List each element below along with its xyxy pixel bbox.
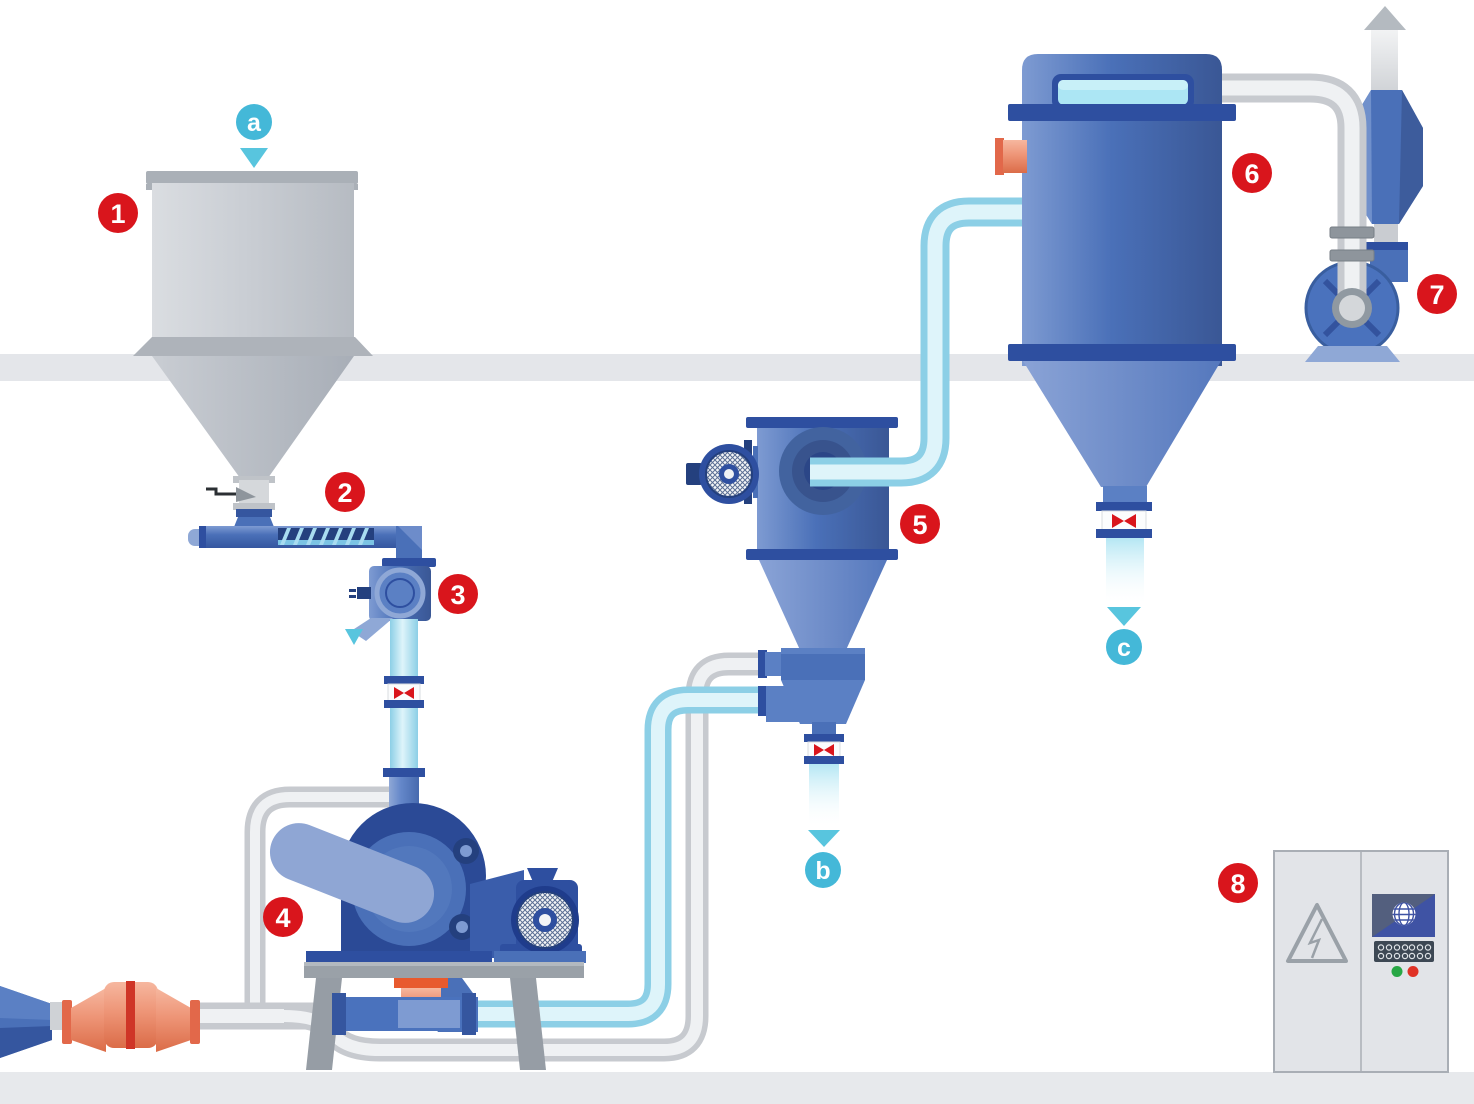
hopper-skirt — [133, 337, 373, 356]
valve-spout — [351, 618, 393, 641]
hmi-screen[interactable] — [1372, 894, 1435, 937]
silencer-band — [126, 981, 135, 1049]
lower-floor-band — [0, 1072, 1474, 1104]
exhaust-blower — [1208, 6, 1423, 362]
stand-leg-right — [510, 978, 546, 1070]
mill-arm — [269, 823, 435, 923]
badge-6: 6 — [1232, 153, 1272, 193]
filter-cone — [1023, 361, 1221, 487]
pinch-valve-c — [1096, 502, 1152, 538]
badge-1-label: 1 — [110, 199, 125, 229]
badge-7: 7 — [1417, 274, 1457, 314]
pinch-valve-b — [804, 734, 844, 764]
cyclone-cone — [759, 560, 887, 650]
mill-feed-pipe — [383, 619, 425, 829]
badge-5: 5 — [900, 504, 940, 544]
globe-icon — [1392, 902, 1416, 926]
keypad-buttons[interactable] — [1374, 941, 1434, 962]
screw-flights — [278, 528, 374, 545]
badge-8-label: 8 — [1230, 869, 1245, 899]
high-voltage-icon — [1286, 903, 1348, 963]
cyclone-discharge-vessel — [758, 648, 865, 847]
badge-b-label: b — [815, 857, 830, 885]
badge-1: 1 — [98, 193, 138, 233]
mill-motor — [500, 868, 582, 958]
flow-arrow-a-icon — [240, 148, 268, 168]
feed-hopper — [133, 171, 373, 527]
badge-3: 3 — [438, 574, 478, 614]
exhaust-stack — [1371, 28, 1398, 98]
badge-7-label: 7 — [1429, 280, 1444, 310]
pipe-clamp-upper — [1329, 226, 1375, 239]
flow-arrow-b-icon — [808, 830, 840, 847]
led-red — [1407, 966, 1419, 977]
dust-filter — [995, 54, 1236, 626]
badge-2: 2 — [325, 472, 365, 512]
intake-funnel — [0, 986, 64, 1058]
cyclone-motor — [686, 440, 759, 504]
pipe-clamp-lower — [1329, 249, 1375, 262]
intake-silencer — [62, 981, 200, 1052]
badge-4: 4 — [263, 897, 303, 937]
discharge-pipe — [332, 993, 478, 1035]
badge-a: a — [236, 104, 272, 140]
badge-6-label: 6 — [1244, 159, 1259, 189]
impact-mill — [269, 803, 586, 1070]
control-cabinet — [1273, 850, 1449, 1073]
exhaust-arrow-icon — [1364, 6, 1406, 30]
rotary-valve — [345, 558, 436, 645]
badge-2-label: 2 — [337, 478, 352, 508]
badge-c: c — [1106, 629, 1142, 665]
filter-body — [1022, 54, 1222, 366]
cyclone-separator — [686, 417, 898, 650]
hopper-body — [152, 183, 354, 339]
pinch-valve-feed — [384, 676, 424, 708]
badge-5-label: 5 — [912, 510, 927, 540]
badge-3-label: 3 — [450, 580, 465, 610]
discharge-fade-b — [809, 764, 839, 828]
flow-arrow-c-icon — [1107, 607, 1141, 626]
gate-lever — [206, 487, 240, 496]
badge-a-label: a — [247, 109, 262, 137]
badge-8: 8 — [1218, 863, 1258, 903]
badge-b: b — [805, 852, 841, 888]
blower-base — [1305, 346, 1400, 362]
spout-arrow-icon — [345, 629, 363, 645]
screw-feeder — [188, 526, 422, 560]
hopper-cone — [152, 356, 354, 478]
led-green — [1391, 966, 1403, 977]
discharge-fade-c — [1106, 538, 1144, 606]
badge-c-label: c — [1117, 634, 1131, 662]
filter-nozzle — [1003, 140, 1027, 173]
badge-4-label: 4 — [275, 903, 290, 933]
badges: 1 2 3 4 5 6 7 8 — [98, 104, 1457, 937]
mill-outlet-flange — [394, 978, 448, 988]
